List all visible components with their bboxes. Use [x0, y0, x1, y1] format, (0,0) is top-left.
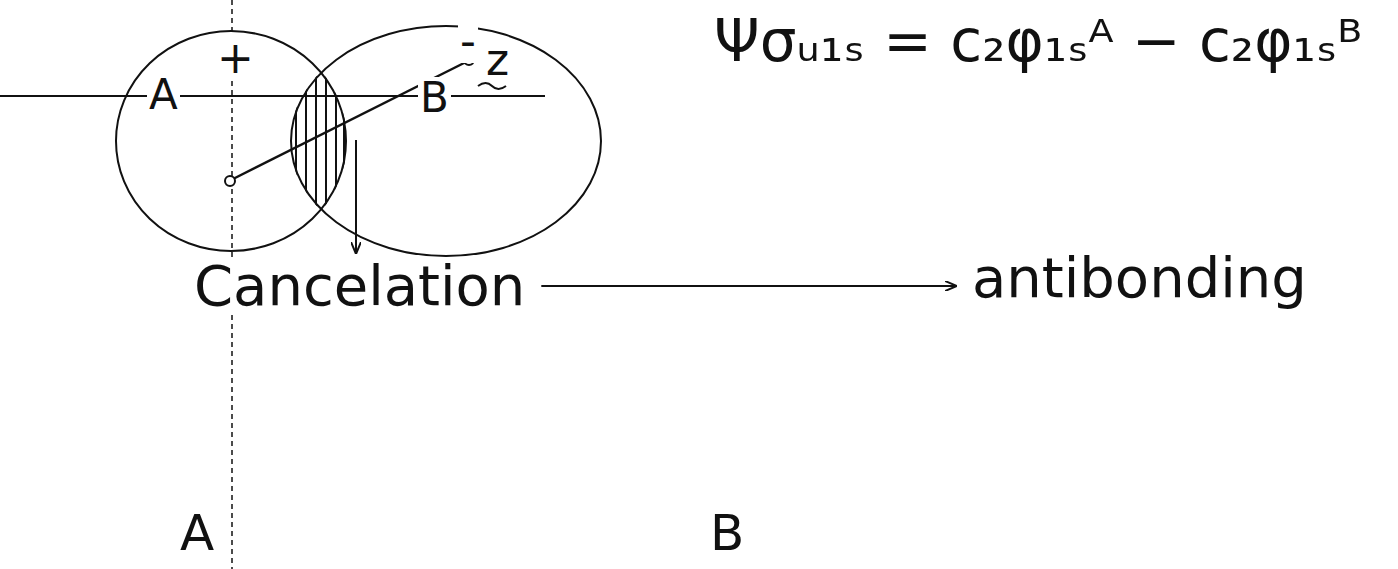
- internuclear-line: [233, 62, 466, 179]
- nucleus-label: A: [178, 508, 216, 558]
- axis-label: z: [484, 38, 511, 82]
- implies-arrow: [541, 285, 956, 287]
- phase-sign: -: [458, 19, 478, 63]
- nucleus-a: [225, 176, 235, 186]
- annotation-text: Cancelation: [192, 258, 527, 314]
- wavefunction-equation: Ψσᵤ₁ₛ = c₂φ₁ₛᴬ − c₂φ₁ₛᴮ: [712, 12, 1364, 70]
- nucleus-label: B: [418, 77, 451, 119]
- orbital-lobe-b: -B: [290, 25, 602, 257]
- lobe-outline: [290, 25, 602, 257]
- orbital-lobe-a: +A: [115, 30, 347, 252]
- z-tilde: [478, 83, 506, 89]
- nucleus-label: A: [147, 74, 180, 116]
- internuclear-axis: [0, 95, 545, 97]
- nucleus-label: B: [708, 508, 746, 558]
- annotation-text: antibonding: [970, 250, 1309, 306]
- phase-sign: +: [215, 36, 256, 80]
